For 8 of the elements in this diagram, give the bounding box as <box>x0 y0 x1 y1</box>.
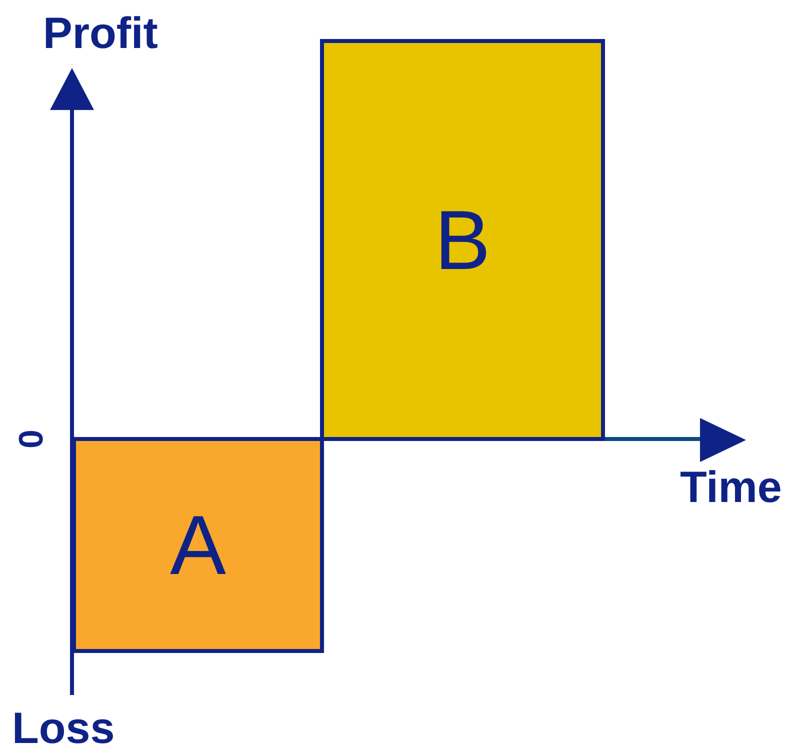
vertical-axis-bottom-label: Loss <box>12 707 115 749</box>
area-letter: B <box>434 198 491 282</box>
area-box <box>320 39 605 441</box>
vertical-axis-title: Profit <box>43 12 158 56</box>
area-letter: A <box>170 503 226 587</box>
area-box <box>72 437 324 653</box>
horizontal-axis-title: Time <box>680 466 782 510</box>
zero-label: 0 <box>14 430 48 448</box>
